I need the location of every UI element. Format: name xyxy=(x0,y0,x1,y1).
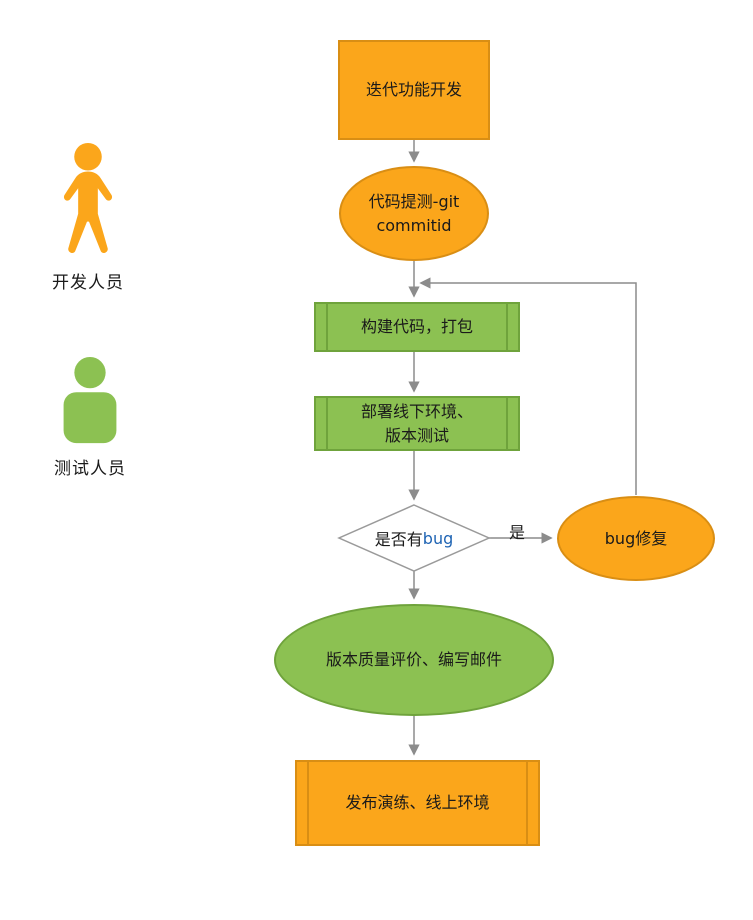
node-iteration-dev-label: 迭代功能开发 xyxy=(365,80,462,100)
developer-actor: 开发人员 xyxy=(48,142,128,293)
node-code-commit: 代码提测-git commitid xyxy=(339,166,489,261)
node-deploy: 部署线下环境、 版本测试 xyxy=(314,396,520,451)
node-bug-fix: bug修复 xyxy=(557,496,715,581)
node-build-label: 构建代码，打包 xyxy=(360,317,473,337)
tester-person-icon xyxy=(63,356,117,444)
tester-actor: 测试人员 xyxy=(52,356,128,479)
node-bug-fix-label: bug修复 xyxy=(604,528,668,548)
node-deploy-line1: 部署线下环境、 xyxy=(360,402,473,422)
node-code-commit-line1: 代码提测-git xyxy=(368,192,460,212)
node-release: 发布演练、线上环境 xyxy=(295,760,540,846)
node-release-label: 发布演练、线上环境 xyxy=(345,793,490,813)
developer-person-icon xyxy=(63,142,113,254)
node-iteration-dev: 迭代功能开发 xyxy=(338,40,490,140)
node-deploy-line2: 版本测试 xyxy=(384,425,449,445)
node-quality-review-label: 版本质量评价、编写邮件 xyxy=(325,650,502,670)
edge-yes-label: 是 xyxy=(509,523,526,542)
node-quality-review: 版本质量评价、编写邮件 xyxy=(274,604,554,716)
decision-diamond-shape xyxy=(337,504,491,572)
node-code-commit-line2: commitid xyxy=(376,215,452,235)
node-build: 构建代码，打包 xyxy=(314,302,520,352)
tester-label: 测试人员 xyxy=(54,459,126,479)
bug-check-keyword: bug xyxy=(422,528,454,548)
bug-check-prefix: 是否有 xyxy=(374,530,423,549)
developer-label: 开发人员 xyxy=(52,273,124,293)
edge-bugfix-feedback xyxy=(419,277,637,495)
